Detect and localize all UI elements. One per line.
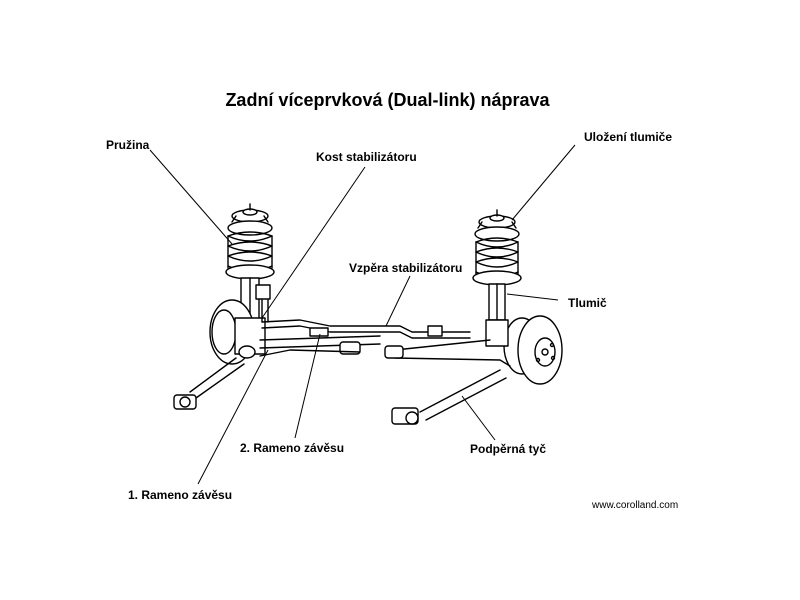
label-arm-2: 2. Rameno závěsu (240, 441, 345, 455)
leader-strut-rod (461, 395, 496, 441)
leader-strut-mount (511, 144, 576, 221)
leader-spring (149, 149, 233, 245)
left-strut-assembly (225, 203, 275, 321)
label-stabilizer-link: Vzpěra stabilizátoru (349, 261, 463, 275)
label-strut-mount: Uložení tlumiče (584, 130, 673, 144)
credit-url: www.corolland.com (592, 500, 679, 511)
label-strut-rod: Podpěrná tyč (470, 442, 547, 456)
suspension-arms (259, 335, 511, 367)
leader-arm-1 (197, 349, 269, 485)
leader-arm-2 (294, 333, 321, 439)
label-spring: Pružina (106, 138, 150, 152)
right-hub (485, 315, 563, 385)
leader-shock-absorber (506, 293, 559, 301)
label-stabilizer-bar: Kost stabilizátoru (316, 150, 417, 164)
right-strut-assembly (472, 209, 522, 321)
left-strut-rod (173, 357, 245, 410)
stabilizer-bar (261, 299, 471, 339)
right-strut-rod (391, 369, 507, 425)
leader-stabilizer-link (385, 275, 411, 327)
label-shock-absorber: Tlumič (568, 296, 607, 310)
left-hub (209, 299, 266, 365)
leader-stabilizer-bar (261, 166, 366, 319)
diagram-title: Zadní víceprvková (Dual-link) náprava (225, 90, 550, 110)
label-arm-1: 1. Rameno závěsu (128, 488, 233, 502)
